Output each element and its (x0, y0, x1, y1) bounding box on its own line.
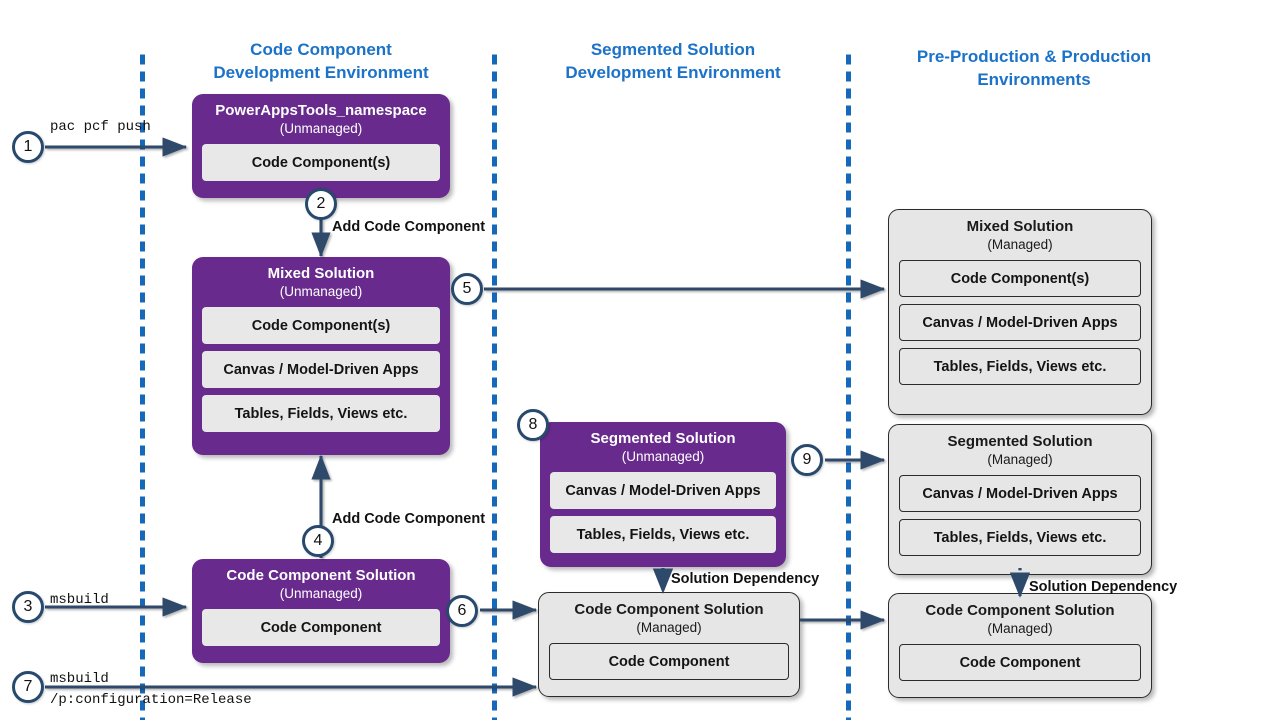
box-subtitle: (Managed) (987, 452, 1053, 467)
label-add-code-component-top: Add Code Component (332, 219, 486, 235)
lane-title-line2: Development Environment (565, 63, 781, 82)
box-item-code-component[interactable]: Code Component (202, 609, 440, 646)
box-item-tables-fields-views[interactable]: Tables, Fields, Views etc. (550, 516, 776, 553)
step-number: 4 (313, 532, 323, 549)
step-number: 2 (316, 195, 326, 212)
lane-title-line1: Code Component (250, 40, 392, 59)
step-number: 5 (462, 280, 472, 297)
step-badge-6[interactable]: 6 (446, 595, 478, 627)
box-subtitle: (Unmanaged) (279, 121, 363, 136)
lane-title-line1: Pre-Production & Production (916, 47, 1152, 66)
box-subtitle: (Managed) (636, 620, 702, 635)
lane-title-line1: Segmented Solution (590, 40, 756, 59)
box-item-code-component[interactable]: Code Component (899, 644, 1141, 681)
box-item-canvas-model-driven-apps[interactable]: Canvas / Model-Driven Apps (202, 351, 440, 388)
box-item-tables-fields-views[interactable]: Tables, Fields, Views etc. (899, 348, 1141, 385)
box-code-component-solution-managed-right[interactable]: Code Component Solution (Managed) Code C… (888, 593, 1152, 698)
box-title: Mixed Solution (966, 218, 1074, 235)
label-msbuild-release-line2: /p:configuration=Release (50, 692, 252, 708)
box-subtitle: (Unmanaged) (279, 586, 363, 601)
lane-divider-2 (492, 52, 497, 720)
box-title: Code Component Solution (574, 601, 764, 618)
box-code-component-solution-managed-mid[interactable]: Code Component Solution (Managed) Code C… (538, 592, 800, 697)
box-powerappstools-namespace[interactable]: PowerAppsTools_namespace (Unmanaged) Cod… (192, 94, 450, 198)
lane-title-code-component: Code Component Development Environment (186, 38, 456, 84)
lane-divider-1 (140, 52, 145, 720)
step-badge-5[interactable]: 5 (451, 273, 483, 305)
box-mixed-solution-managed[interactable]: Mixed Solution (Managed) Code Component(… (888, 209, 1152, 415)
lane-title-line2: Environments (977, 70, 1091, 89)
box-subtitle: (Unmanaged) (279, 284, 363, 299)
step-number: 3 (23, 598, 33, 615)
lane-title-production: Pre-Production & Production Environments (882, 45, 1186, 91)
lane-title-segmented-solution: Segmented Solution Development Environme… (538, 38, 808, 84)
box-title: Code Component Solution (925, 602, 1115, 619)
box-mixed-solution-unmanaged[interactable]: Mixed Solution (Unmanaged) Code Componen… (192, 257, 450, 455)
box-item-canvas-model-driven-apps[interactable]: Canvas / Model-Driven Apps (899, 475, 1141, 512)
box-subtitle: (Managed) (987, 237, 1053, 252)
box-code-component-solution-unmanaged[interactable]: Code Component Solution (Unmanaged) Code… (192, 559, 450, 663)
box-title: PowerAppsTools_namespace (215, 102, 427, 119)
step-number: 8 (528, 416, 538, 433)
box-item-tables-fields-views[interactable]: Tables, Fields, Views etc. (899, 519, 1141, 556)
box-item-canvas-model-driven-apps[interactable]: Canvas / Model-Driven Apps (550, 472, 776, 509)
label-solution-dependency-right: Solution Dependency (1029, 579, 1178, 595)
box-subtitle: (Managed) (987, 621, 1053, 636)
box-item-code-components[interactable]: Code Component(s) (202, 307, 440, 344)
box-segmented-solution-managed[interactable]: Segmented Solution (Managed) Canvas / Mo… (888, 424, 1152, 575)
step-badge-9[interactable]: 9 (791, 444, 823, 476)
step-badge-3[interactable]: 3 (12, 591, 44, 623)
label-msbuild: msbuild (50, 592, 109, 608)
step-number: 1 (23, 138, 33, 155)
label-add-code-component-bottom: Add Code Component (332, 511, 486, 527)
box-item-code-components[interactable]: Code Component(s) (899, 260, 1141, 297)
box-title: Code Component Solution (226, 567, 416, 584)
box-title: Segmented Solution (947, 433, 1093, 450)
box-segmented-solution-unmanaged[interactable]: Segmented Solution (Unmanaged) Canvas / … (540, 422, 786, 567)
step-badge-7[interactable]: 7 (12, 671, 44, 703)
step-number: 9 (802, 451, 812, 468)
label-pac-pcf-push: pac pcf push (50, 119, 151, 135)
box-item-code-components[interactable]: Code Component(s) (202, 144, 440, 181)
step-badge-1[interactable]: 1 (12, 131, 44, 163)
step-number: 7 (23, 678, 33, 695)
box-title: Mixed Solution (267, 265, 375, 282)
box-subtitle: (Unmanaged) (621, 449, 705, 464)
step-badge-2[interactable]: 2 (305, 188, 337, 220)
box-item-canvas-model-driven-apps[interactable]: Canvas / Model-Driven Apps (899, 304, 1141, 341)
step-badge-4[interactable]: 4 (302, 525, 334, 557)
step-badge-8[interactable]: 8 (517, 409, 549, 441)
step-number: 6 (457, 602, 467, 619)
label-solution-dependency-mid: Solution Dependency (671, 571, 820, 587)
box-item-code-component[interactable]: Code Component (549, 643, 789, 680)
label-msbuild-release-line1: msbuild (50, 671, 109, 687)
lane-title-line2: Development Environment (213, 63, 429, 82)
box-title: Segmented Solution (590, 430, 736, 447)
lane-divider-3 (846, 52, 851, 720)
box-item-tables-fields-views[interactable]: Tables, Fields, Views etc. (202, 395, 440, 432)
